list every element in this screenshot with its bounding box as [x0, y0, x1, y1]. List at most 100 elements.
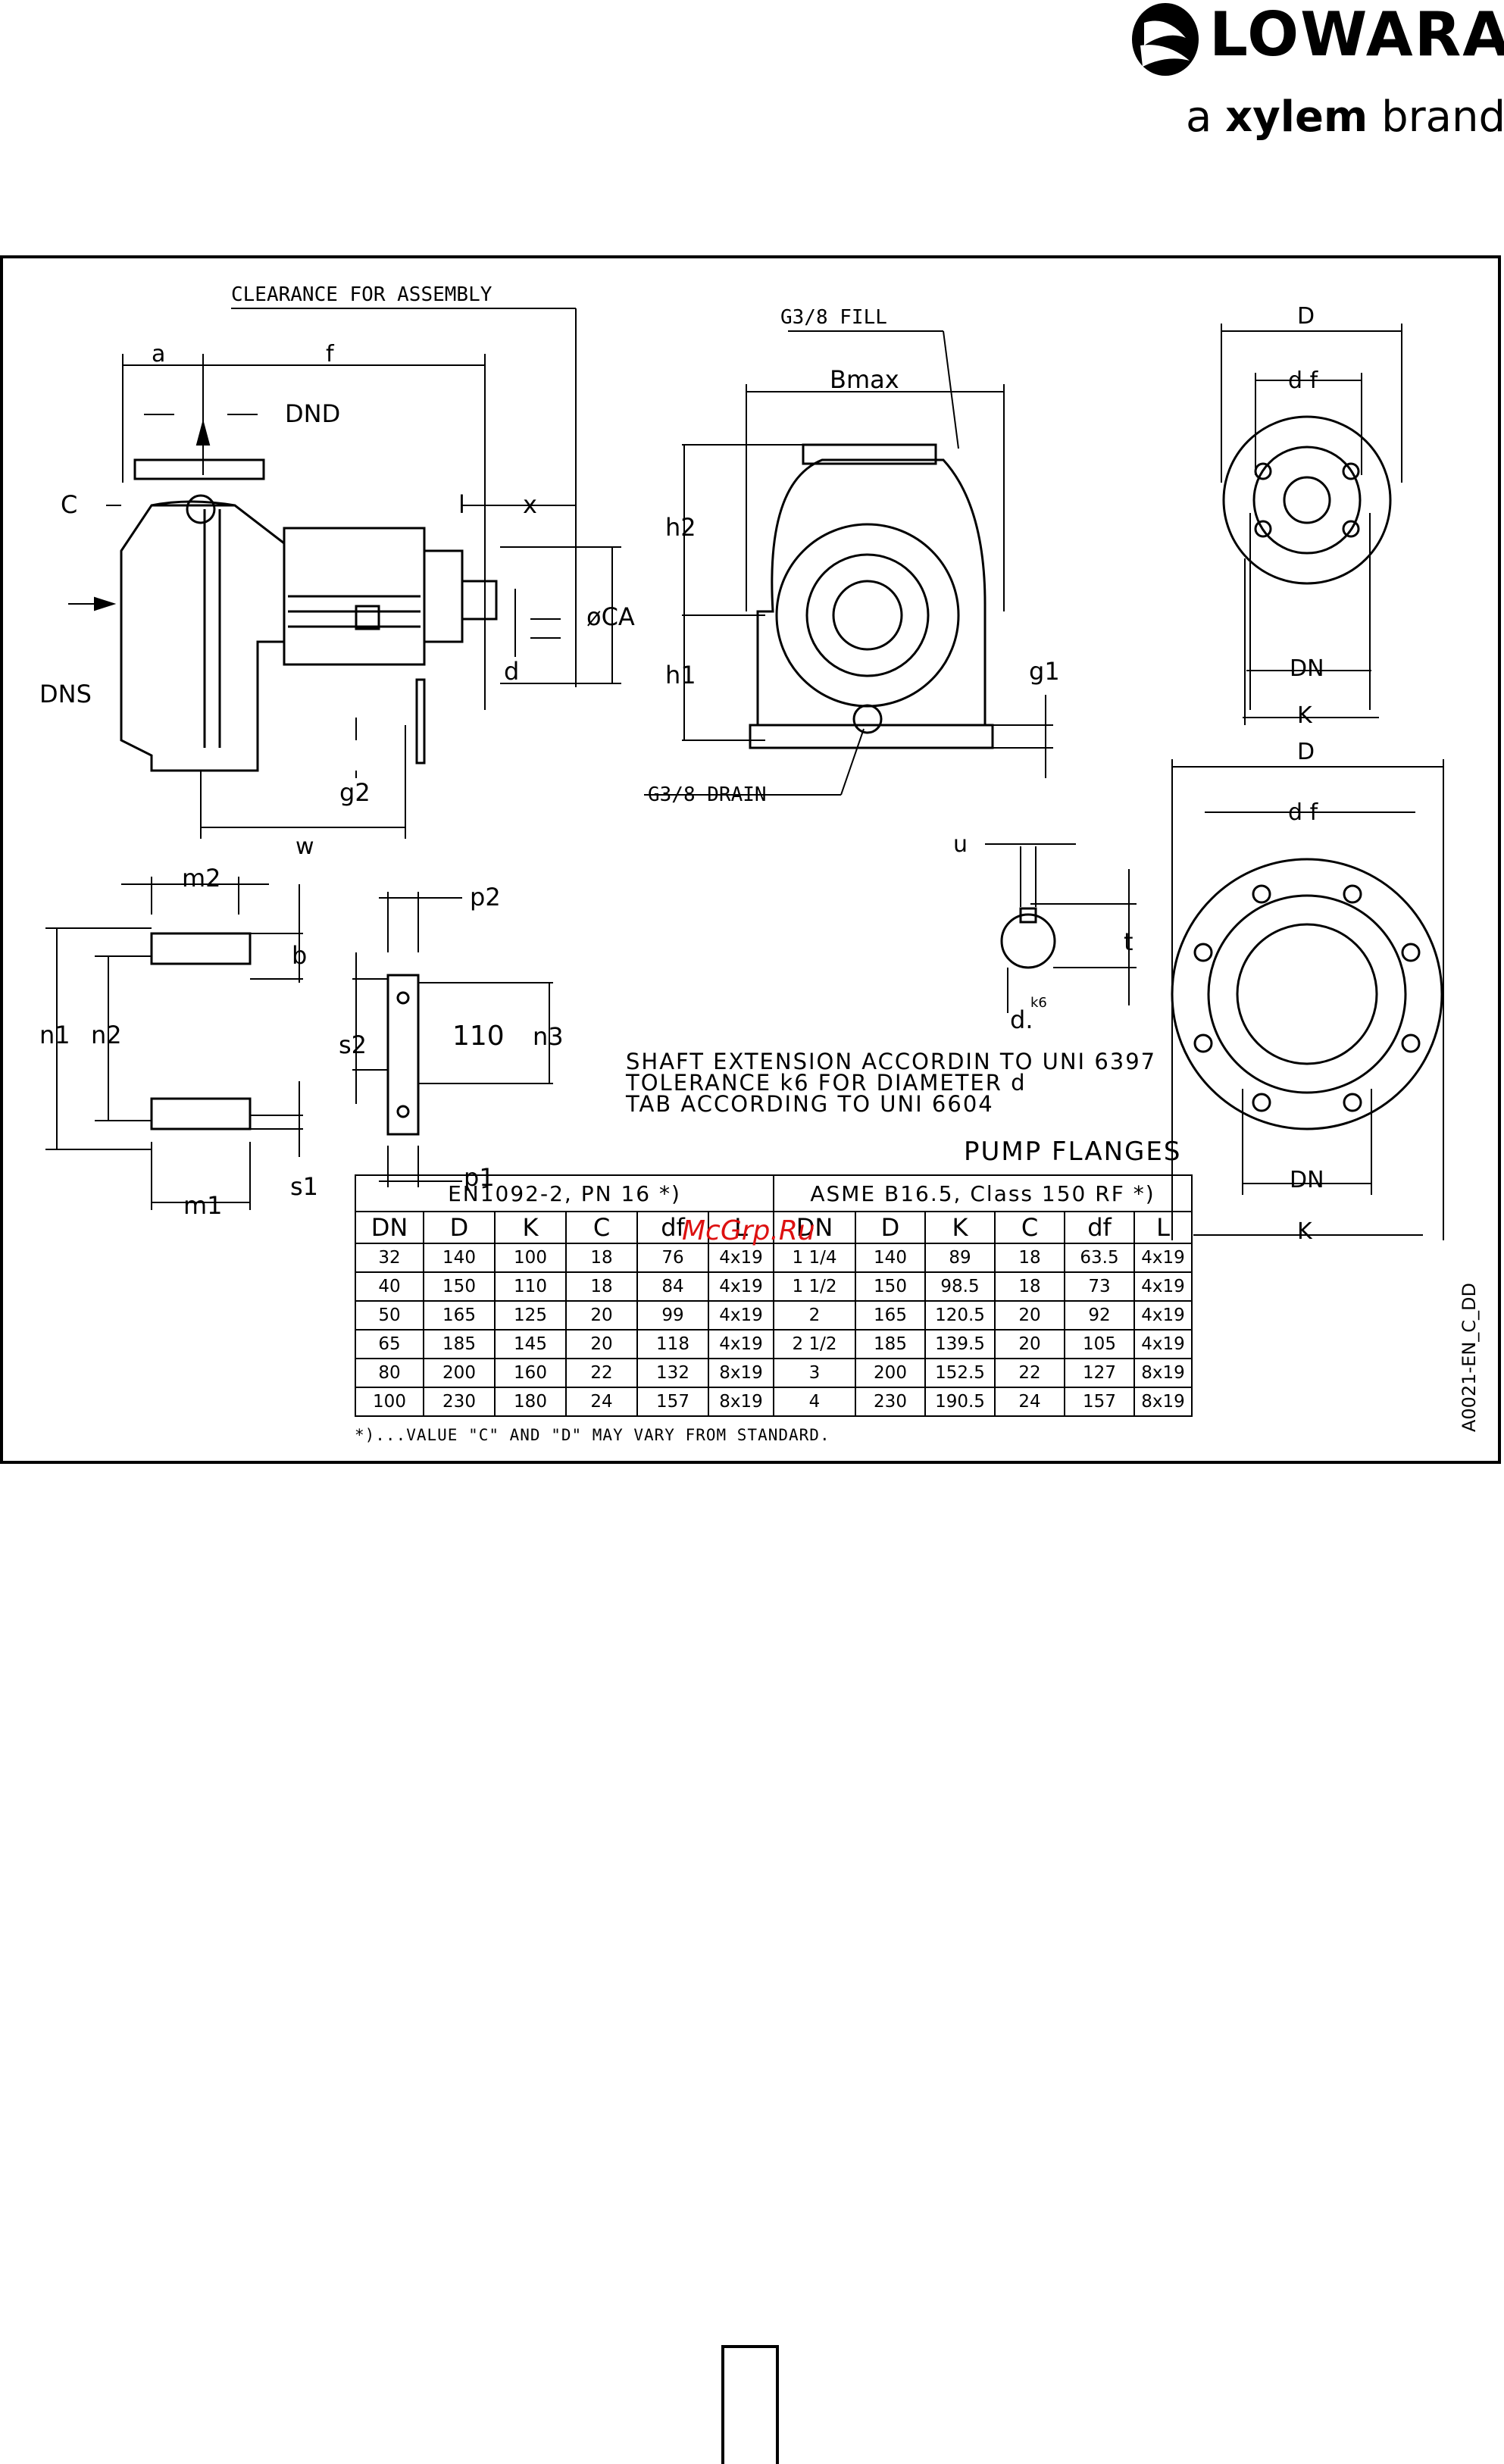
small-flange-labels: D d f DN K — [1288, 303, 1324, 729]
table-cell: 4 — [773, 1387, 856, 1417]
table-cell: 20 — [565, 1300, 638, 1330]
column-header: K — [924, 1211, 996, 1244]
shaft-section — [985, 843, 1137, 1013]
table-cell: 8x19 — [1133, 1387, 1193, 1417]
plate-detail — [352, 892, 553, 1187]
large-flange — [1171, 759, 1444, 1240]
table-cell: 18 — [565, 1243, 638, 1273]
column-header: D — [855, 1211, 926, 1244]
pump-side-view — [120, 458, 498, 772]
svg-text:G3/8 FILL: G3/8 FILL — [780, 306, 887, 329]
svg-text:CLEARANCE FOR ASSEMBLY: CLEARANCE FOR ASSEMBLY — [231, 283, 492, 306]
svg-text:n1: n1 — [39, 1021, 70, 1049]
svg-text:n3: n3 — [533, 1022, 564, 1051]
table-cell: 3 — [773, 1358, 856, 1388]
svg-text:DNS: DNS — [39, 680, 92, 708]
table-cell: 4x19 — [708, 1243, 774, 1273]
table-cell: 145 — [494, 1329, 567, 1359]
svg-text:x: x — [523, 490, 537, 519]
table-cell: 73 — [1064, 1271, 1135, 1302]
column-header: df — [636, 1211, 709, 1244]
svg-text:n2: n2 — [91, 1021, 122, 1049]
plate-labels: p2 s2 110 n3 p1 — [339, 883, 564, 1192]
svg-text:Bmax: Bmax — [830, 365, 899, 394]
group-header-asme: ASME B16.5, Class 150 RF *) — [773, 1174, 1193, 1212]
table-cell: 157 — [636, 1387, 709, 1417]
table-cell: 140 — [855, 1243, 926, 1273]
column-header: K — [494, 1211, 567, 1244]
table-cell: 80 — [355, 1358, 424, 1388]
lowara-logo — [1114, 0, 1504, 152]
table-cell: 18 — [994, 1271, 1065, 1302]
svg-text:m1: m1 — [183, 1191, 223, 1220]
svg-text:m2: m2 — [182, 864, 221, 893]
table-cell: 18 — [565, 1271, 638, 1302]
svg-text:d f: d f — [1288, 367, 1319, 394]
svg-text:f: f — [326, 341, 335, 367]
table-cell: 8x19 — [1133, 1358, 1193, 1388]
lowara-drop-icon — [1132, 3, 1199, 76]
column-header: L — [1133, 1211, 1193, 1244]
table-cell: 89 — [924, 1243, 996, 1273]
svg-text:d.: d. — [1010, 1005, 1033, 1034]
table-cell: 8x19 — [708, 1358, 774, 1388]
svg-text:u: u — [953, 831, 968, 858]
table-cell: 2 — [773, 1300, 856, 1330]
table-cell: 4x19 — [708, 1329, 774, 1359]
column-header: DN — [355, 1211, 424, 1244]
table-cell: 4x19 — [1133, 1271, 1193, 1302]
technical-drawing: CLEARANCE FOR ASSEMBLY a f DND C l x øCA… — [39, 283, 1444, 1245]
svg-text:s2: s2 — [339, 1030, 367, 1059]
table-cell: 22 — [565, 1358, 638, 1388]
table-cell: 230 — [855, 1387, 926, 1417]
shaft-note-line: TAB ACCORDING TO UNI 6604 — [626, 1091, 994, 1117]
shaft-note-line: SHAFT EXTENSION ACCORDIN TO UNI 6397 — [626, 1049, 1157, 1074]
table-cell: 152.5 — [924, 1358, 996, 1388]
column-header: C — [565, 1211, 638, 1244]
table-cell: 120.5 — [924, 1300, 996, 1330]
small-flange — [1221, 324, 1402, 725]
table-cell: 22 — [994, 1358, 1065, 1388]
table-cell: 20 — [565, 1329, 638, 1359]
table-cell: 127 — [1064, 1358, 1135, 1388]
flange-table: EN1092-2, PN 16 *) ASME B16.5, Class 150… — [355, 1174, 1193, 1417]
column-header: L — [708, 1211, 774, 1244]
brand-tagline: a xylem brand — [1186, 92, 1504, 142]
footnote: *)...VALUE "C" AND "D" MAY VARY FROM STA… — [355, 1426, 830, 1444]
table-cell: 4x19 — [1133, 1329, 1193, 1359]
table-cell: 32 — [355, 1243, 424, 1273]
group-header-en: EN1092-2, PN 16 *) — [355, 1174, 774, 1212]
table-cell: 98.5 — [924, 1271, 996, 1302]
svg-text:d: d — [504, 657, 519, 686]
shaft-labels: u t d. k6 — [953, 831, 1133, 1034]
table-cell: 50 — [355, 1300, 424, 1330]
table-cell: 20 — [994, 1329, 1065, 1359]
svg-text:110: 110 — [452, 1021, 505, 1052]
table-cell: 157 — [1064, 1387, 1135, 1417]
table-cell: 200 — [423, 1358, 496, 1388]
table-cell: 140 — [423, 1243, 496, 1273]
table-cell: 150 — [423, 1271, 496, 1302]
table-cell: 84 — [636, 1271, 709, 1302]
column-header: df — [1064, 1211, 1135, 1244]
svg-text:G3/8 DRAIN: G3/8 DRAIN — [648, 783, 767, 806]
table-cell: 8x19 — [708, 1387, 774, 1417]
svg-text:d f: d f — [1288, 799, 1319, 826]
table-cell: 180 — [494, 1387, 567, 1417]
table-cell: 65 — [355, 1329, 424, 1359]
svg-text:w: w — [295, 833, 314, 860]
table-cell: 125 — [494, 1300, 567, 1330]
table-cell: 40 — [355, 1271, 424, 1302]
column-header: C — [994, 1211, 1065, 1244]
svg-text:h1: h1 — [665, 661, 696, 689]
svg-text:k6: k6 — [1030, 995, 1047, 1011]
column-header: D — [423, 1211, 496, 1244]
svg-text:D: D — [1297, 739, 1315, 765]
table-cell: 165 — [423, 1300, 496, 1330]
svg-text:b: b — [292, 941, 307, 970]
